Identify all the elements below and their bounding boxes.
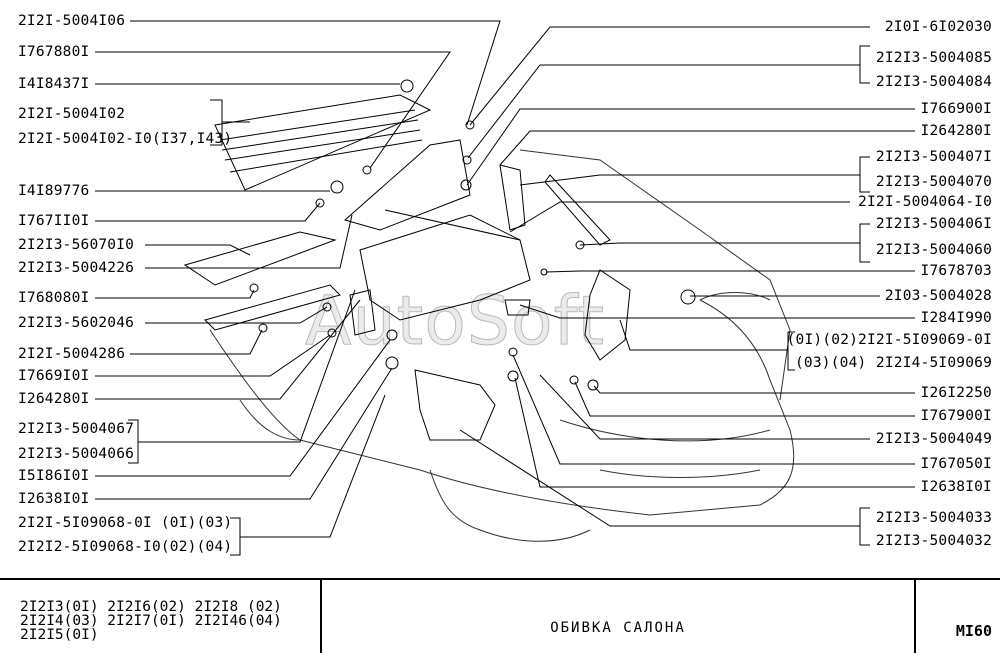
part-label: 2I2I-5004I02 [18,106,126,122]
part-label: I766900I [920,101,992,117]
part-label: 2I0I-6I02030 [884,19,992,35]
fasteners [249,79,696,391]
part-label: 2I2I3-5004085 [875,50,992,66]
part-label: 2I2I3-5004084 [875,74,992,90]
part-label: I768080I [18,290,90,306]
part-label: 2I03-5004028 [884,288,992,304]
part-label: 2I2I3-500407I [875,149,992,165]
part-label: 2I2I3-5004032 [875,533,992,549]
part-label: I4I8437I [18,76,90,92]
part-label: I284I990 [920,310,992,326]
part-label: 2I2I-5004I06 [18,13,126,29]
part-label: (0I)(02)2I2I-5I09069-0I [786,332,992,348]
diagram-drawing [95,20,915,556]
model-line: 2I2I5(0I) [20,627,99,643]
code-cell: MI60 [916,580,1000,653]
part-label: 2I2I2-5I09068-I0(02)(04) [18,539,233,555]
part-label: I2638I0I [18,491,90,507]
left-leader-lines [95,20,501,556]
part-label: I7678703 [920,263,992,279]
watermark: AutoSoft [304,282,606,362]
part-label: 2I2I3-5004060 [875,242,992,258]
model-line: 2I2I3(0I) 2I2I6(02) 2I2I8 (02) [20,599,282,615]
part-label: I2638I0I [920,479,992,495]
right-leader-lines [459,26,915,546]
part-label: I264280I [18,391,90,407]
part-label: I767II0I [18,213,90,229]
part-label: 2I2I3-5004226 [18,260,135,276]
part-label: I767900I [920,408,992,424]
part-label: 2I2I-5004I02-I0(I37,I43) [18,131,233,147]
part-label: I767880I [18,44,90,60]
part-label: 2I2I-5004064-I0 [858,194,992,210]
part-label: I7669I0I [18,368,90,384]
part-label: 2I2I4-5I09069 [875,355,992,371]
part-label: 2I2I3-5602046 [18,315,135,331]
part-label: 2I2I-5004286 [18,346,126,362]
part-label: 2I2I-5I09068-0I (0I)(03) [18,515,233,531]
part-label: 2I2I3-5004066 [18,446,135,462]
part-label: 2I2I3-5004070 [875,174,992,190]
car-body-outline [209,149,795,542]
part-label: I767050I [920,456,992,472]
part-label: 2I2I3-56070I0 [18,237,135,253]
part-label: (03)(04) [795,355,867,371]
models-cell: 2I2I3(0I) 2I2I6(02) 2I2I8 (02) 2I2I4(03)… [0,580,322,653]
sheet-code: MI60 [955,622,992,640]
model-list: 2I2I3(0I) 2I2I6(02) 2I2I8 (02) 2I2I4(03)… [20,599,282,643]
part-label: 2I2I3-500406I [875,216,992,232]
part-label: I26I2250 [920,385,992,401]
part-label: 2I2I3-5004033 [875,510,992,526]
model-line: 2I2I4(03) 2I2I7(0I) 2I2I46(04) [20,613,282,629]
part-label: I264280I [920,123,992,139]
part-label: I5I86I0I [18,468,90,484]
part-shapes [183,94,631,441]
title-cell: ОБИВКА САЛОНА [322,580,916,653]
title-block: 2I2I3(0I) 2I2I6(02) 2I2I8 (02) 2I2I4(03)… [0,578,1000,653]
part-label: 2I2I3-5004049 [875,431,992,447]
part-label: 2I2I3-5004067 [18,421,135,437]
part-label: I4I89776 [18,183,90,199]
drawing-title: ОБИВКА САЛОНА [550,620,686,636]
